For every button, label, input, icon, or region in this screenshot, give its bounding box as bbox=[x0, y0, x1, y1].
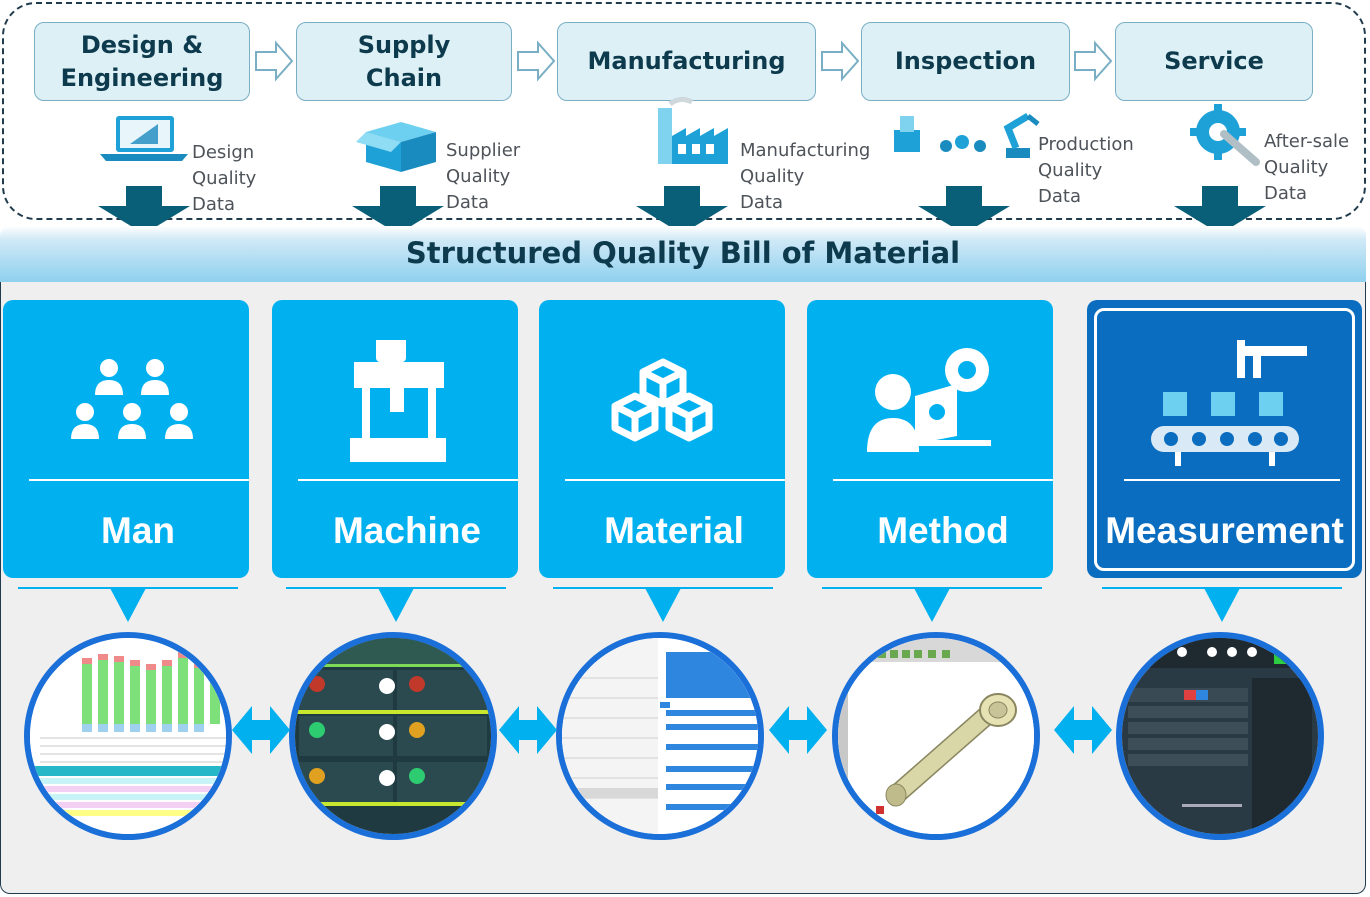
down-arrow-icon bbox=[1174, 186, 1266, 234]
people-group-icon bbox=[71, 359, 193, 439]
down-arrow-icon bbox=[98, 186, 190, 234]
category-label-man: Man bbox=[101, 510, 175, 551]
card-divider bbox=[298, 479, 518, 481]
method-cad-screenshot[interactable] bbox=[832, 632, 1040, 840]
category-label-method: Method bbox=[877, 510, 1009, 551]
selected-card-border bbox=[1094, 308, 1355, 571]
stage-design-engineering[interactable]: Design & Engineering bbox=[34, 22, 250, 101]
supplier-quality-data-label: Supplier Quality Data bbox=[446, 140, 521, 213]
category-card-measurement[interactable] bbox=[1087, 300, 1362, 578]
production-quality-data-label: Production Quality Data bbox=[1038, 134, 1134, 207]
supplier-box-icon bbox=[356, 122, 436, 172]
stage-service[interactable]: Service bbox=[1115, 22, 1313, 101]
machine-list-screenshot[interactable] bbox=[289, 632, 497, 840]
robot-arm-icon bbox=[894, 112, 1040, 158]
chevron-right-icon bbox=[517, 40, 556, 82]
down-arrow-icon bbox=[636, 186, 728, 234]
cad-model-thumbnail bbox=[838, 638, 1034, 834]
category-card-method[interactable] bbox=[807, 300, 1053, 578]
callout-pointer bbox=[1204, 588, 1240, 622]
chevron-right-icon bbox=[255, 40, 294, 82]
stage-supply-chain[interactable]: Supply Chain bbox=[296, 22, 512, 101]
factory-icon bbox=[658, 96, 728, 164]
callout-pointer bbox=[378, 588, 414, 622]
category-card-material[interactable] bbox=[539, 300, 785, 578]
category-card-man[interactable] bbox=[3, 300, 249, 578]
bom-header-band bbox=[0, 226, 1366, 282]
measurement-app-thumbnail bbox=[1122, 638, 1318, 834]
design-laptop-icon bbox=[100, 116, 188, 161]
card-divider bbox=[833, 479, 1053, 481]
design-quality-data-label: Design Quality Data bbox=[192, 142, 257, 215]
category-card-machine[interactable] bbox=[272, 300, 518, 578]
caliper-conveyor-icon bbox=[1151, 340, 1307, 466]
chevron-right-icon bbox=[821, 40, 860, 82]
stage-inspection[interactable]: Inspection bbox=[861, 22, 1070, 101]
card-divider bbox=[1124, 479, 1340, 481]
material-tree-screenshot[interactable] bbox=[556, 632, 764, 840]
measurement-app-screenshot[interactable] bbox=[1116, 632, 1324, 840]
press-machine-icon bbox=[350, 340, 446, 462]
double-arrow-icon bbox=[769, 706, 827, 754]
category-label-material: Material bbox=[604, 510, 744, 551]
double-arrow-icon bbox=[499, 706, 557, 754]
stacked-cubes-icon bbox=[611, 358, 713, 442]
man-chart-screenshot[interactable] bbox=[24, 632, 232, 840]
category-label-machine: Machine bbox=[332, 510, 482, 551]
stage-manufacturing[interactable]: Manufacturing bbox=[557, 22, 816, 101]
machine-list-thumbnail bbox=[295, 638, 491, 834]
card-divider bbox=[29, 479, 249, 481]
category-label-measurement: Measurement bbox=[1105, 510, 1344, 551]
callout-pointer bbox=[110, 588, 146, 622]
down-arrow-icon bbox=[918, 186, 1010, 234]
double-arrow-icon bbox=[1054, 706, 1112, 754]
callout-pointer bbox=[645, 588, 681, 622]
after-sale-quality-data-label: After-sale Quality Data bbox=[1264, 131, 1350, 204]
engineer-computer-icon bbox=[867, 348, 991, 452]
material-tree-thumbnail bbox=[562, 638, 758, 834]
chevron-right-icon bbox=[1074, 40, 1113, 82]
card-divider bbox=[565, 479, 785, 481]
double-arrow-icon bbox=[232, 706, 290, 754]
down-arrow-icon bbox=[352, 186, 444, 234]
wrench-gear-icon bbox=[1190, 104, 1260, 166]
manufacturing-quality-data-label: Manufacturing Quality Data bbox=[740, 140, 871, 213]
bar-chart-thumbnail bbox=[30, 638, 226, 834]
bom-title: Structured Quality Bill of Material bbox=[405, 236, 961, 270]
callout-pointer bbox=[914, 588, 950, 622]
